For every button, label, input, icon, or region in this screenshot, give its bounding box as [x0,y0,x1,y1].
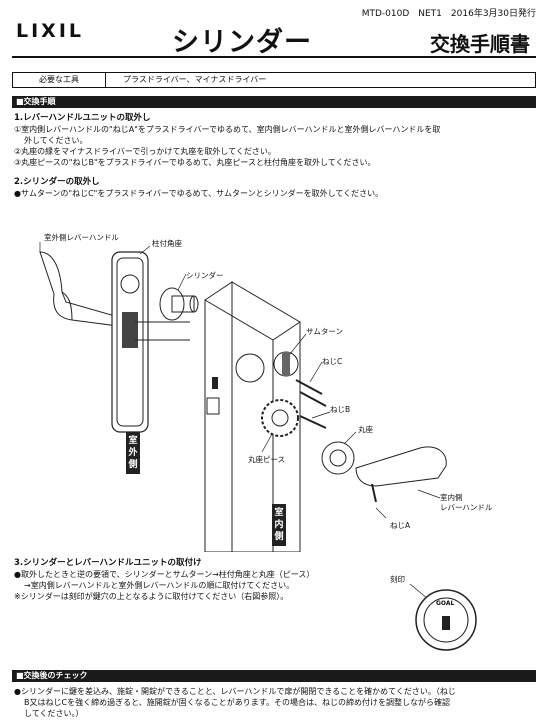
rosette-piece-drawing [261,399,327,437]
label-rosette-piece: 丸座ピース [248,455,286,464]
section-bar-procedure: ■交換手順 [12,96,536,108]
check-line3: してください。） [24,709,84,718]
step1-line1: ①室内側レバーハンドルの"ねじA"をプラスドライバーでゆるめて、室内側レバーハン… [14,125,441,134]
installation-text: 3.シリンダーとレバーハンドルユニットの取付け ●取外したときと逆の要領で、シリ… [14,558,374,602]
label-pillar-plate: 柱付角座 [152,239,182,248]
label-screw-c: ねじC [322,357,343,366]
tools-value: プラスドライバー、マイナスドライバー [123,75,267,84]
pillar-plate-drawing [111,251,190,433]
outdoor-lever-drawing [39,251,119,327]
label-screw-b: ねじB [330,405,351,414]
cylinder-face-figure [409,583,477,651]
rosette-drawing [321,441,355,475]
step3-line2: →室内側レバーハンドルと室外側レバーハンドルの順に取付けてください。 [24,581,295,590]
label-thumbturn: サムターン [306,327,343,336]
section-bar-check: ■交換後のチェック [12,670,536,682]
label-outdoor-lever: 室外側レバーハンドル [44,233,119,242]
document-number: MTD-010D NET1 2016年3月30日発行 [361,9,536,19]
label-cylinder: シリンダー [186,271,224,280]
step1-line1b: 外してください。 [24,136,88,145]
step1-line2: ②丸座の縁をマイナスドライバーで引っかけて丸座を取外してください。 [14,147,276,156]
leader-lines [39,242,441,519]
page-title: シリンダー [172,27,312,58]
tools-label: 必要な工具 [13,73,106,87]
check-line1: ●シリンダーに鍵を差込み、施錠・開錠ができることと、レバーハンドルで扉が開閉でき… [14,687,456,696]
label-rosette: 丸座 [358,425,373,434]
label-screw-a: ねじA [390,521,411,530]
header-rule [12,56,536,58]
label-indoor-lever-2: レバーハンドル [440,503,493,512]
check-line2: B又はねじCを強く締め過ぎると、施開錠が固くなることがあります。その場合は、ねじ… [24,698,450,707]
step1-heading: 1.レバーハンドルユニットの取外し [14,113,151,123]
label-outdoor-side: 室外側 [126,432,140,474]
label-indoor-lever-1: 室内側 [440,493,463,502]
step3-note: ※シリンダーは刻印が鍵穴の上となるように取付けてください（右図参照）。 [14,592,289,601]
check-text: ●シリンダーに鍵を差込み、施錠・開錠ができることと、レバーハンドルで扉が開閉でき… [14,686,539,719]
label-indoor-side: 室内側 [272,504,286,546]
exploded-diagram-svg [39,242,447,553]
door-drawing [204,281,301,553]
step2-heading: 2.シリンダーの取外し [14,177,100,187]
step1-line3: ③丸座ピースの"ねじB"をプラスドライバーでゆるめて、丸座ピースと柱付角座を取外… [14,158,376,167]
step2-line1: ●サムターンの"ねじC"をプラスドライバーでゆるめて、サムターンとシリンダーを取… [14,189,384,198]
exploded-diagram: 室外側レバーハンドル 柱付角座 シリンダー サムターン ねじC ねじB 丸座 丸… [0,222,548,553]
thumbturn-drawing [235,351,327,407]
step3-line1: ●取外したときと逆の要領で、シリンダーとサムターン→柱付角座と丸座（ピース） [14,570,315,579]
indoor-lever-drawing [355,446,447,503]
goal-stamp: GOAL [436,600,455,607]
step3-heading: 3.シリンダーとレバーハンドルユニットの取付け [14,558,202,568]
brand-logo: LIXIL [16,20,85,42]
procedure-text: 1.レバーハンドルユニットの取外し ①室内側レバーハンドルの"ねじA"をプラスド… [14,113,539,199]
cylinder-drawing [159,287,199,321]
page-subtitle: 交換手順書 [430,32,530,56]
tools-table: 必要な工具 プラスドライバー、マイナスドライバー [12,72,536,88]
label-stamp: 刻印 [390,575,405,584]
